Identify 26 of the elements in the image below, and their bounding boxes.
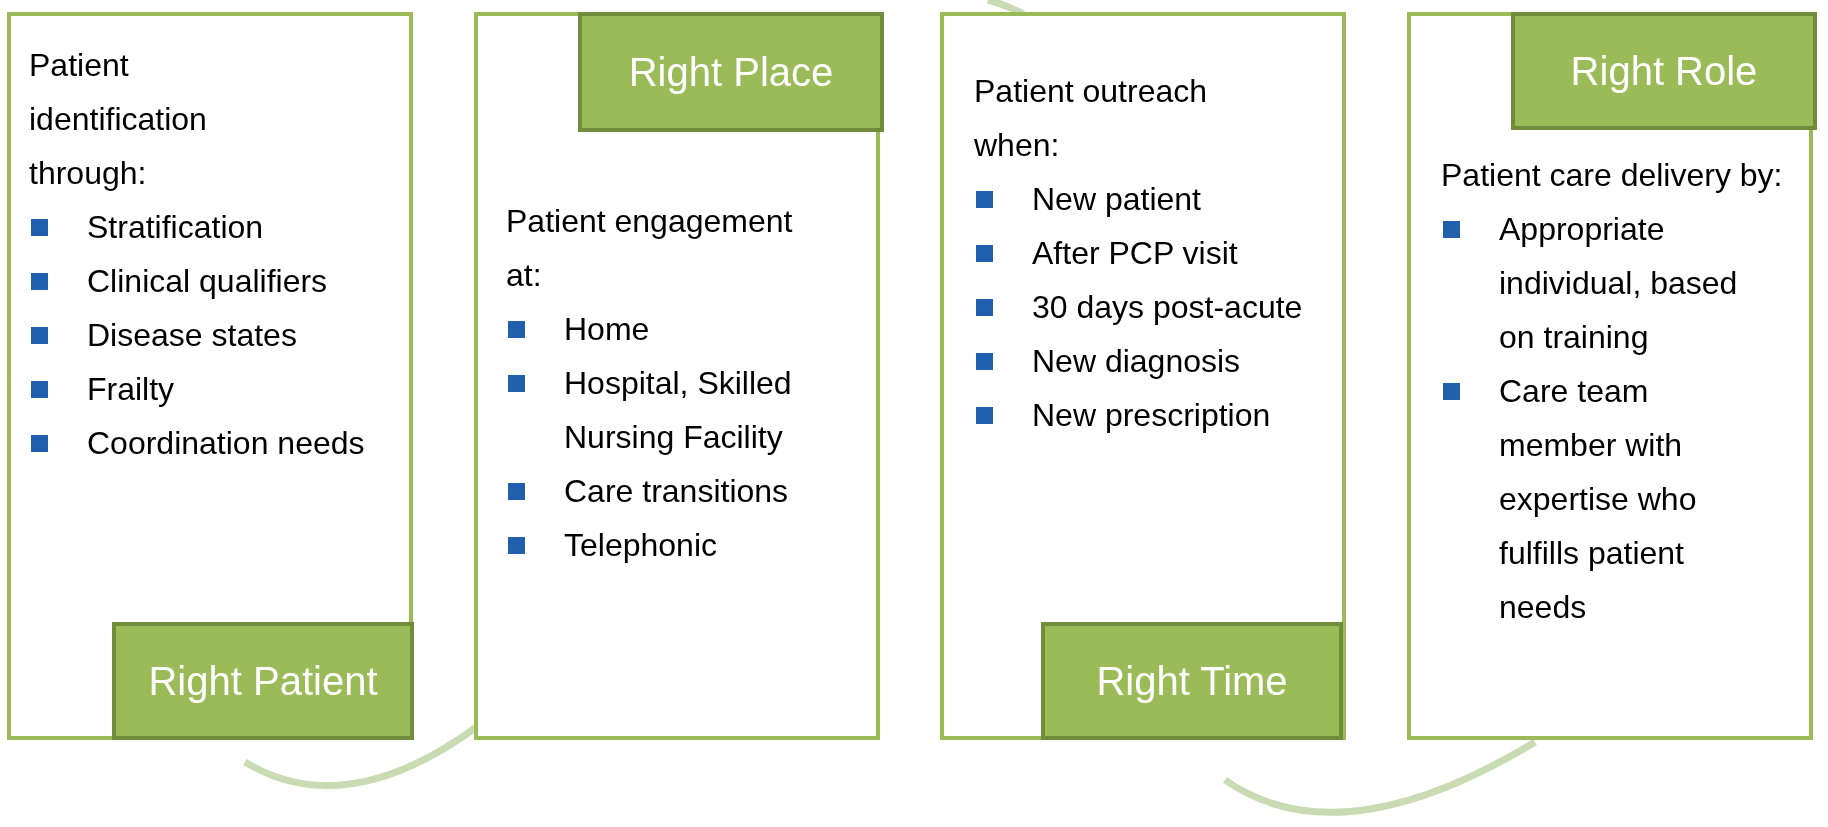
title-tab: Right Role [1511,12,1817,130]
list-item: Frailty [87,370,176,409]
list-item: Care team member with expertise who fulfills patient needs [1499,372,1698,627]
card-heading: Patient engagement at: [506,202,794,295]
list-item: Clinical qualifiers [87,262,329,301]
list-item: Telephonic [564,526,718,565]
card-heading: Patient outreach when: [974,72,1209,165]
list-item: New prescription [1032,396,1272,435]
list-item: Home [564,310,651,349]
card-heading: Patient care delivery by: [1441,156,1784,195]
list-item: After PCP visit [1032,234,1239,273]
list-item: Stratification [87,208,265,247]
list-item: Care transitions [564,472,790,511]
list-item: 30 days post-acute [1032,288,1304,327]
list-item: New diagnosis [1032,342,1242,381]
list-item: Disease states [87,316,298,355]
list-item: New patient [1032,180,1202,219]
title-tab: Right Time [1041,622,1343,740]
list-item: Appropriate individual, based on training [1499,210,1739,357]
list-item: Coordination needs [87,424,366,463]
card [7,12,413,740]
card-heading: Patient identification through: [29,46,208,193]
list-item: Hospital, Skilled Nursing Facility [564,364,793,457]
title-tab: Right Place [578,12,884,132]
title-tab: Right Patient [112,622,414,740]
card [940,12,1346,740]
